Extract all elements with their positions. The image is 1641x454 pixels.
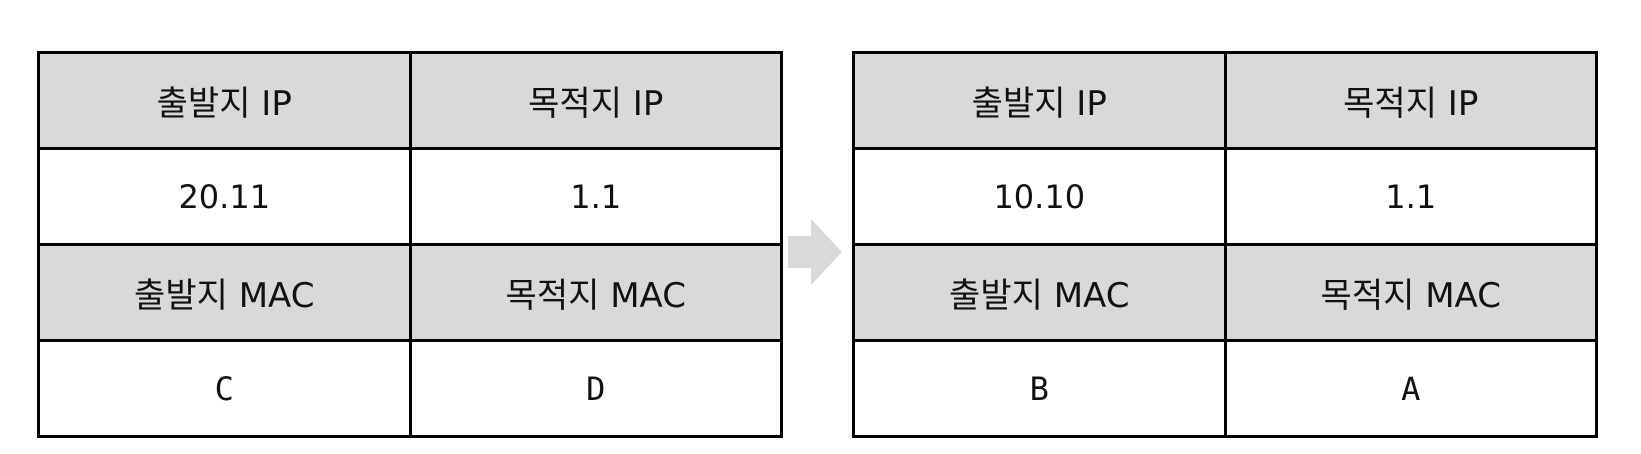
source-mac-label: 출발지 MAC	[852, 243, 1227, 342]
packet-header-table-after: 출발지 IP 목적지 IP 10.10 1.1 출발지 MAC 목적지 MAC …	[852, 51, 1598, 438]
mac-label-row: 출발지 MAC 목적지 MAC	[37, 243, 783, 342]
source-ip-label: 출발지 IP	[37, 51, 412, 150]
destination-mac-label: 목적지 MAC	[408, 243, 783, 342]
destination-mac-label: 목적지 MAC	[1223, 243, 1598, 342]
source-ip-label: 출발지 IP	[852, 51, 1227, 150]
packet-header-table-before: 출발지 IP 목적지 IP 20.11 1.1 출발지 MAC 목적지 MAC …	[37, 51, 783, 438]
mac-value-row: B A	[852, 339, 1598, 438]
mac-label-row: 출발지 MAC 목적지 MAC	[852, 243, 1598, 342]
destination-ip-label: 목적지 IP	[408, 51, 783, 150]
destination-mac-value: D	[408, 339, 783, 438]
source-mac-value-changed: B	[852, 339, 1227, 438]
destination-mac-value-changed: A	[1223, 339, 1598, 438]
mac-value-row: C D	[37, 339, 783, 438]
destination-ip-value: 1.1	[1223, 147, 1598, 246]
ip-value-row: 20.11 1.1	[37, 147, 783, 246]
ip-value-row: 10.10 1.1	[852, 147, 1598, 246]
source-ip-value-changed: 10.10	[852, 147, 1227, 246]
ip-label-row: 출발지 IP 목적지 IP	[37, 51, 783, 150]
source-mac-value: C	[37, 339, 412, 438]
destination-ip-value: 1.1	[408, 147, 783, 246]
right-arrow-icon	[788, 219, 842, 285]
destination-ip-label: 목적지 IP	[1223, 51, 1598, 150]
source-ip-value: 20.11	[37, 147, 412, 246]
ip-label-row: 출발지 IP 목적지 IP	[852, 51, 1598, 150]
source-mac-label: 출발지 MAC	[37, 243, 412, 342]
